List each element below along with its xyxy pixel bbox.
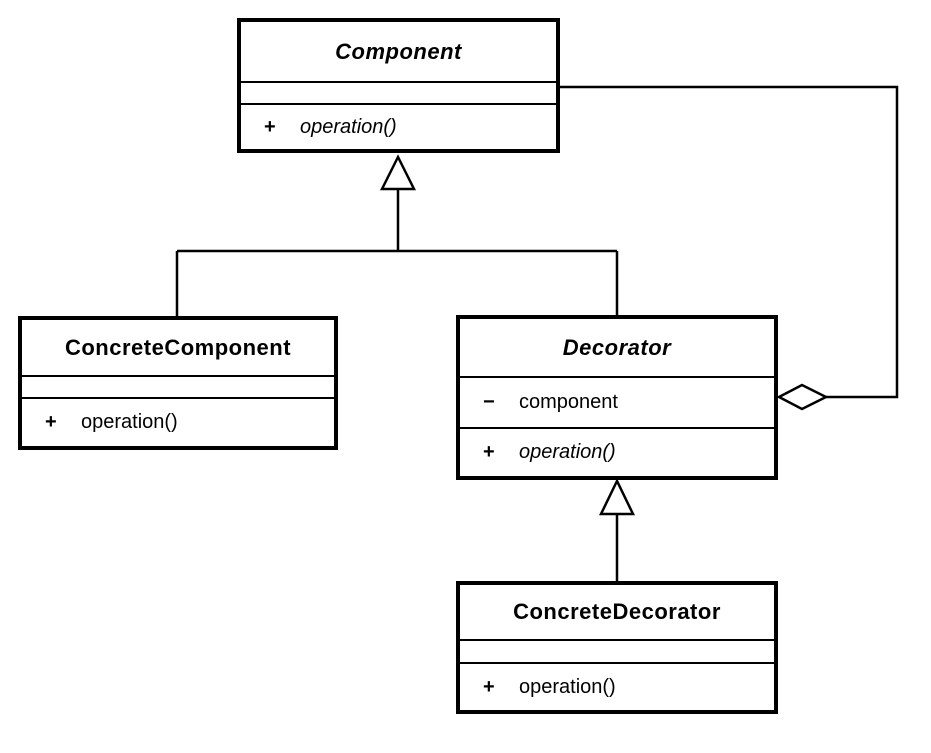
attribute-name: component bbox=[519, 391, 618, 413]
class-title-concrete-component: ConcreteComponent bbox=[64, 334, 292, 360]
visibility-marker: − bbox=[483, 391, 495, 413]
class-box-component: Component + operation() bbox=[237, 18, 560, 153]
hollow-triangle-arrowhead-component bbox=[379, 154, 417, 191]
class-title-decorator: Decorator bbox=[562, 334, 672, 360]
generalization-to-component bbox=[175, 154, 619, 317]
method-name: operation() bbox=[519, 441, 616, 463]
attributes-section-concrete-decorator bbox=[460, 639, 774, 662]
methods-section-decorator: + operation() bbox=[460, 427, 774, 476]
hollow-diamond-aggregation bbox=[776, 383, 829, 411]
generalization-lines-to-component bbox=[175, 189, 619, 317]
class-box-decorator: Decorator − component + operation() bbox=[456, 315, 778, 480]
class-box-concrete-decorator: ConcreteDecorator + operation() bbox=[456, 581, 778, 714]
method-decorator-operation: + operation() bbox=[460, 441, 774, 464]
visibility-marker: + bbox=[483, 441, 495, 463]
methods-section-concrete-component: + operation() bbox=[22, 397, 334, 446]
class-title-concrete-decorator: ConcreteDecorator bbox=[513, 599, 721, 624]
attributes-section-component bbox=[241, 81, 556, 103]
hollow-triangle-arrowhead-decorator bbox=[599, 478, 635, 516]
generalization-to-decorator bbox=[599, 478, 635, 582]
visibility-marker: + bbox=[483, 675, 495, 698]
attributes-section-concrete-component bbox=[22, 375, 334, 397]
method-concrete-component-operation: + operation() bbox=[22, 411, 334, 434]
method-name: operation() bbox=[519, 675, 616, 698]
method-name: operation() bbox=[300, 115, 397, 138]
class-title-component: Component bbox=[335, 38, 462, 64]
visibility-marker: + bbox=[264, 115, 276, 138]
method-component-operation: + operation() bbox=[241, 116, 556, 139]
class-box-concrete-component: ConcreteComponent + operation() bbox=[18, 316, 338, 450]
methods-section-component: + operation() bbox=[241, 103, 556, 149]
attributes-section-decorator: − component bbox=[460, 376, 774, 427]
visibility-marker: + bbox=[45, 411, 57, 433]
attribute-decorator-component: − component bbox=[460, 391, 774, 414]
methods-section-concrete-decorator: + operation() bbox=[460, 662, 774, 710]
method-name: operation() bbox=[81, 411, 178, 433]
method-concrete-decorator-operation: + operation() bbox=[460, 676, 774, 699]
